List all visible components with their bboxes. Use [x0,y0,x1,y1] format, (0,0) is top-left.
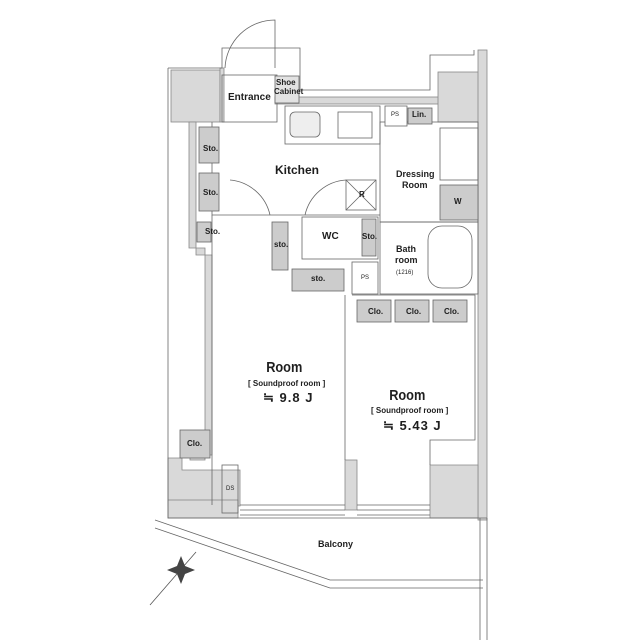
balcony-label: Balcony [318,539,354,549]
storage-label: Sto. [203,144,219,153]
closet-label: Clo. [406,307,422,316]
room1-title: Room [266,359,303,376]
north-arrow-icon [149,551,197,606]
room2-title: Room [389,387,426,404]
ps-label: PS [361,275,370,281]
closet-label: Clo. [368,307,384,316]
room2-subtitle: [ Soundproof room ] [371,406,449,415]
room2-area: ≒ 5.43 J [383,418,442,433]
bath-label-2: room [395,255,418,265]
kitchen-label: Kitchen [275,163,320,177]
dressing-room-label-1: Dressing [396,169,435,179]
wc-storage-label: Sto. [362,232,378,241]
wc-label: WC [322,231,339,242]
ps-label: PS [391,112,400,118]
ds-label: DS [226,486,235,492]
room1-area: ≒ 9.8 J [263,390,314,405]
entrance-label: Entrance [228,92,271,103]
linen-label: Lin. [412,110,427,119]
fridge-label: R [359,190,365,199]
hall-storage-label: sto. [311,274,326,283]
closet-label: Clo. [187,439,203,448]
shoe-cabinet-label-2: Cabinet [274,87,304,96]
hall-storage-label: sto. [274,240,289,249]
storage-label: Sto. [203,188,219,197]
room1-subtitle: [ Soundproof room ] [248,379,326,388]
bath-size-label: (1216) [396,270,414,276]
closet-label: Clo. [444,307,460,316]
bath-label-1: Bath [396,244,416,254]
shoe-cabinet-label-1: Shoe [276,78,296,87]
wall-outlines [154,19,488,640]
washer-label: W [454,197,462,206]
dressing-room-label-2: Room [402,180,428,190]
storage-label: Sto. [205,227,221,236]
